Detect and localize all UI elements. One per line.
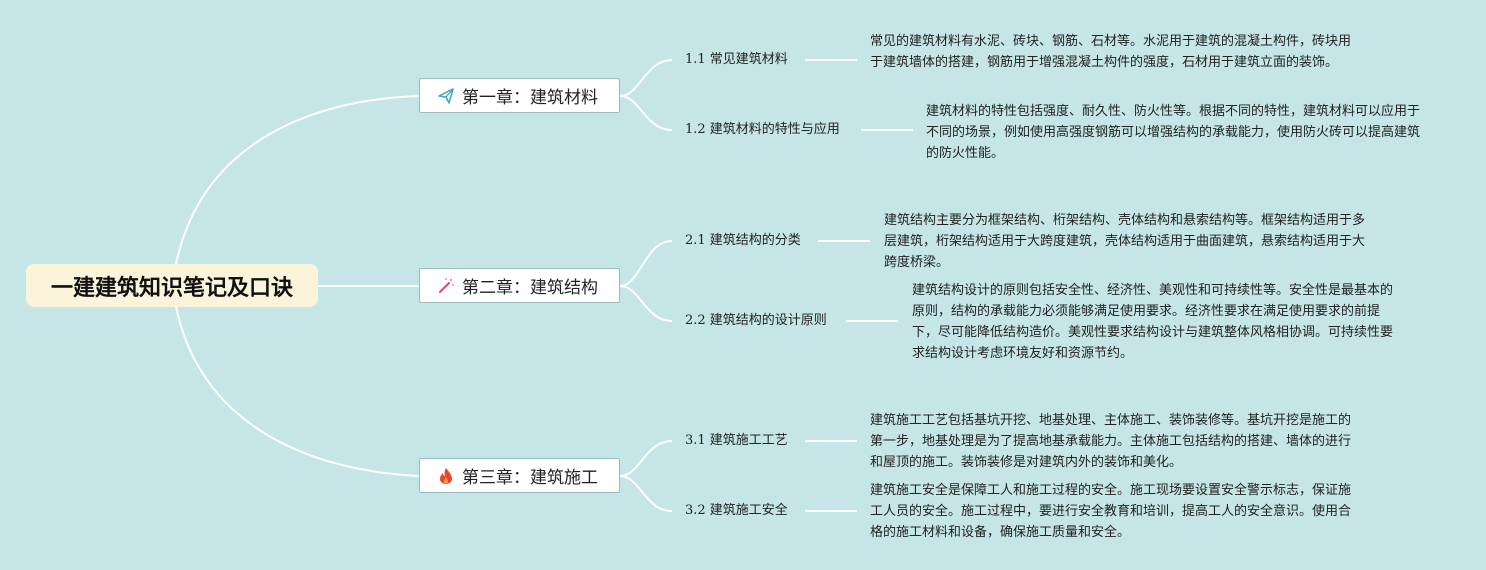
section-2-2-topic[interactable]: 2.2 建筑结构的设计原则 xyxy=(685,313,827,329)
chapter-2-title: 第二章：建筑结构 xyxy=(462,278,598,298)
magic-wand-icon xyxy=(436,276,456,296)
chapter-2-topic[interactable]: 第二章：建筑结构 xyxy=(419,268,620,303)
section-2-1-description[interactable]: 建筑结构主要分为框架结构、桁架结构、壳体结构和悬索结构等。框架结构适用于多层建筑… xyxy=(884,213,1366,270)
connector-ch1-s1 xyxy=(619,59,673,97)
connector-ch1-s2 xyxy=(619,95,673,131)
section-2-1-title: 2.1 建筑结构的分类 xyxy=(685,233,801,248)
section-1-2-title: 1.2 建筑材料的特性与应用 xyxy=(685,122,840,137)
section-2-2-description[interactable]: 建筑结构设计的原则包括安全性、经济性、美观性和可持续性等。安全性是最基本的原则，… xyxy=(912,283,1394,361)
chapter-1-title: 第一章：建筑材料 xyxy=(462,88,598,108)
section-1-1-topic[interactable]: 1.1 常见建筑材料 xyxy=(685,52,788,68)
chapter-3-topic[interactable]: 第三章：建筑施工 xyxy=(419,458,620,493)
section-3-1-description[interactable]: 建筑施工工艺包括基坑开挖、地基处理、主体施工、装饰装修等。基坑开挖是施工的第一步… xyxy=(870,413,1352,470)
chapter-3-title: 第三章：建筑施工 xyxy=(462,468,598,488)
section-3-2-description[interactable]: 建筑施工安全是保障工人和施工过程的安全。施工现场要设置安全警示标志，保证施工人员… xyxy=(870,483,1352,540)
section-1-1-description[interactable]: 常见的建筑材料有水泥、砖块、钢筋、石材等。水泥用于建筑的混凝土构件，砖块用于建筑… xyxy=(870,34,1352,70)
fire-icon xyxy=(436,466,456,486)
connector-ch2-s1 xyxy=(619,240,673,287)
connector-root-ch3 xyxy=(175,306,420,477)
section-1-2-description[interactable]: 建筑材料的特性包括强度、耐久性、防火性等。根据不同的特性，建筑材料可以应用于不同… xyxy=(926,104,1421,161)
paper-plane-icon xyxy=(436,86,456,106)
connector-ch3-s2 xyxy=(619,475,673,512)
section-1-1-title: 1.1 常见建筑材料 xyxy=(685,52,788,67)
connector-ch3-s1 xyxy=(619,440,673,477)
chapter-1-topic[interactable]: 第一章：建筑材料 xyxy=(419,78,620,113)
section-3-1-title: 3.1 建筑施工工艺 xyxy=(685,433,788,448)
section-3-2-topic[interactable]: 3.2 建筑施工安全 xyxy=(685,503,788,519)
section-3-2-title: 3.2 建筑施工安全 xyxy=(685,503,788,518)
section-1-2-topic[interactable]: 1.2 建筑材料的特性与应用 xyxy=(685,122,840,138)
section-2-1-topic[interactable]: 2.1 建筑结构的分类 xyxy=(685,233,801,249)
root-topic[interactable]: 一建建筑知识笔记及口诀 xyxy=(26,264,318,307)
connector-ch2-s2 xyxy=(619,285,673,322)
root-title: 一建建筑知识笔记及口诀 xyxy=(50,275,293,301)
section-2-2-title: 2.2 建筑结构的设计原则 xyxy=(685,313,827,328)
section-3-1-topic[interactable]: 3.1 建筑施工工艺 xyxy=(685,433,788,449)
connector-root-ch1 xyxy=(175,95,420,265)
